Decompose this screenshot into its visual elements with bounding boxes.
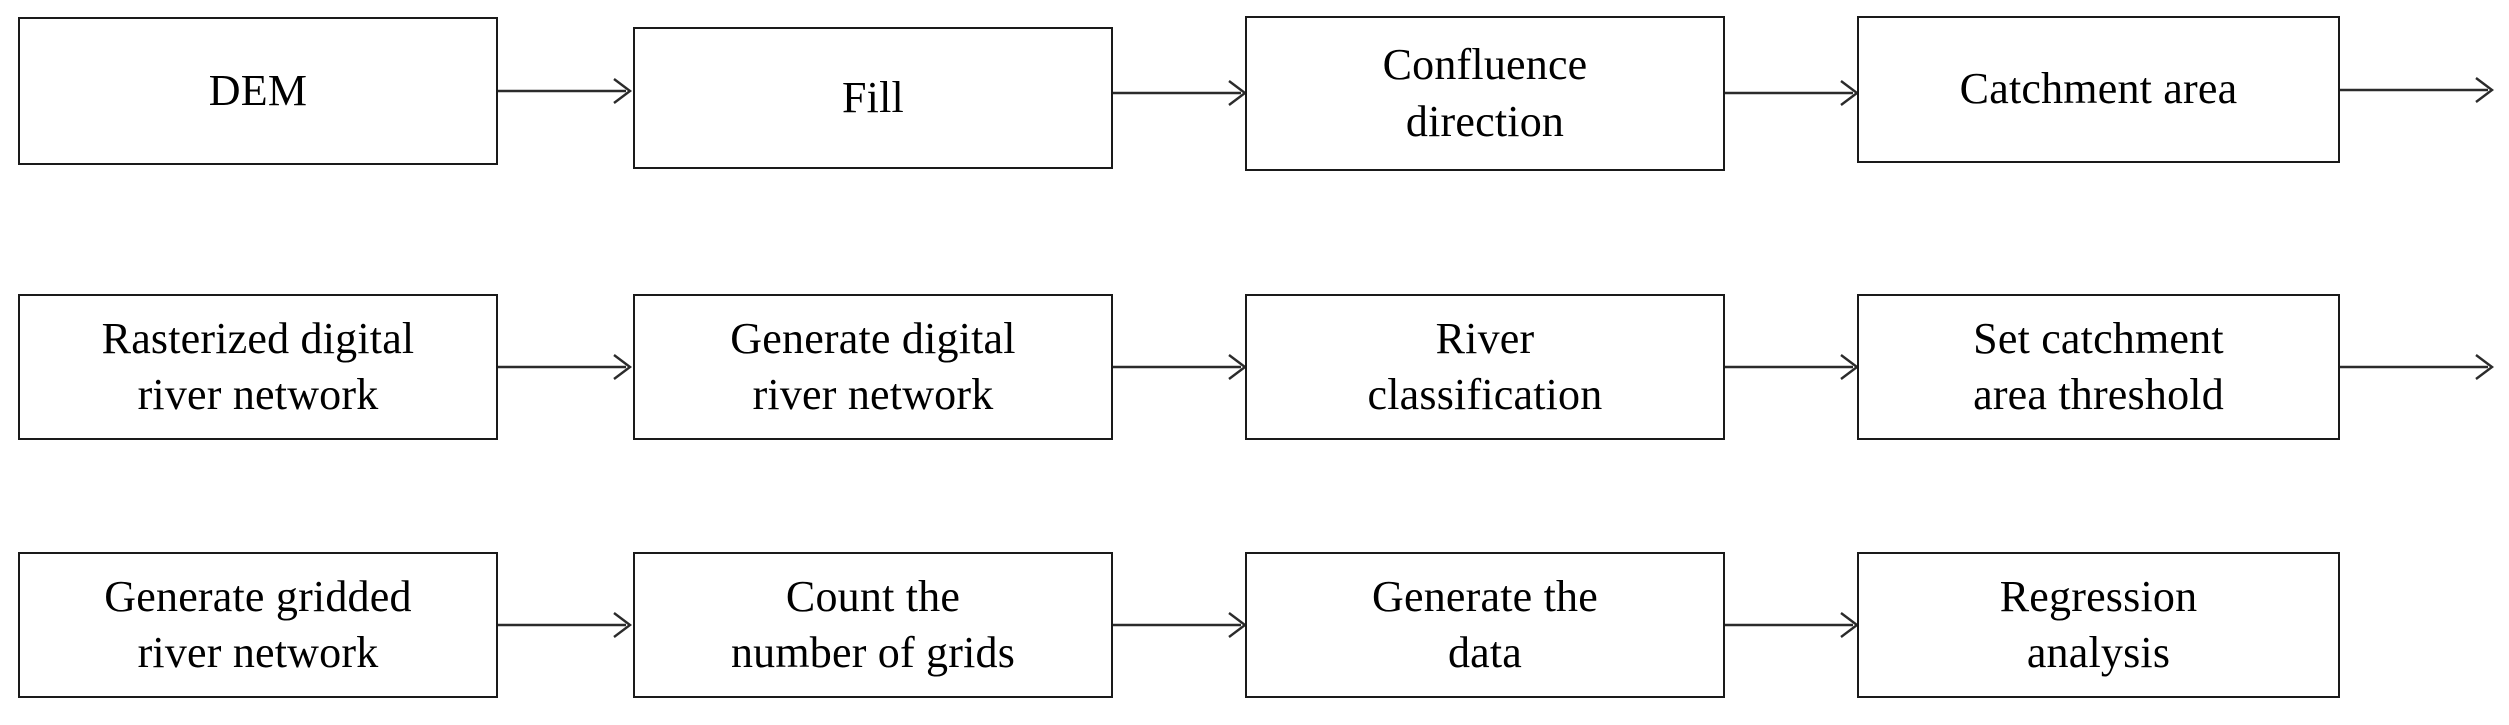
flow-node-label: Catchment area <box>1959 64 2238 114</box>
arrow-generate-gridded-river-network-to-count-grids <box>498 605 634 645</box>
flow-node-label: Rasterized digital river network <box>101 313 415 419</box>
arrow-river-classification-to-set-catchment-area-threshold <box>1725 347 1861 387</box>
flow-node-river-classification[interactable]: River classification <box>1245 294 1725 440</box>
flow-node-generate-gridded-river-network[interactable]: Generate gridded river network <box>18 552 498 698</box>
arrow-row1-wrap-out <box>2340 70 2500 110</box>
arrow-generate-the-data-to-regression-analysis <box>1725 605 1861 645</box>
arrow-generate-digital-river-network-to-river-classification <box>1113 347 1249 387</box>
flow-node-fill[interactable]: Fill <box>633 27 1113 169</box>
flow-node-label: Set catchment area threshold <box>1973 313 2224 419</box>
flow-node-confluence-direction[interactable]: Confluence direction <box>1245 16 1725 171</box>
arrow-rasterized-to-generate-digital-river-network <box>498 347 634 387</box>
arrow-fill-to-confluence-direction <box>1113 73 1249 113</box>
flow-node-label: Fill <box>842 72 904 122</box>
arrow-dem-to-fill <box>498 71 634 111</box>
arrow-row2-wrap-out <box>2340 347 2500 387</box>
arrow-confluence-direction-to-catchment-area <box>1725 73 1861 113</box>
flow-node-label: Confluence direction <box>1382 40 1588 146</box>
flow-node-label: River classification <box>1367 313 1603 419</box>
flow-node-label: Generate gridded river network <box>104 571 412 677</box>
arrow-count-grids-to-generate-the-data <box>1113 605 1249 645</box>
flow-node-label: Generate the data <box>1372 571 1598 677</box>
flow-node-rasterized-digital-river-network[interactable]: Rasterized digital river network <box>18 294 498 440</box>
flow-node-regression-analysis[interactable]: Regression analysis <box>1857 552 2340 698</box>
flow-node-generate-digital-river-network[interactable]: Generate digital river network <box>633 294 1113 440</box>
flow-node-label: Count the number of grids <box>730 571 1016 677</box>
flow-node-label: DEM <box>208 65 308 115</box>
flow-node-generate-the-data[interactable]: Generate the data <box>1245 552 1725 698</box>
flow-node-catchment-area[interactable]: Catchment area <box>1857 16 2340 163</box>
flow-node-set-catchment-area-threshold[interactable]: Set catchment area threshold <box>1857 294 2340 440</box>
flow-node-dem[interactable]: DEM <box>18 17 498 165</box>
flow-node-count-the-number-of-grids[interactable]: Count the number of grids <box>633 552 1113 698</box>
flow-node-label: Regression analysis <box>1999 571 2198 677</box>
flow-node-label: Generate digital river network <box>730 313 1016 419</box>
